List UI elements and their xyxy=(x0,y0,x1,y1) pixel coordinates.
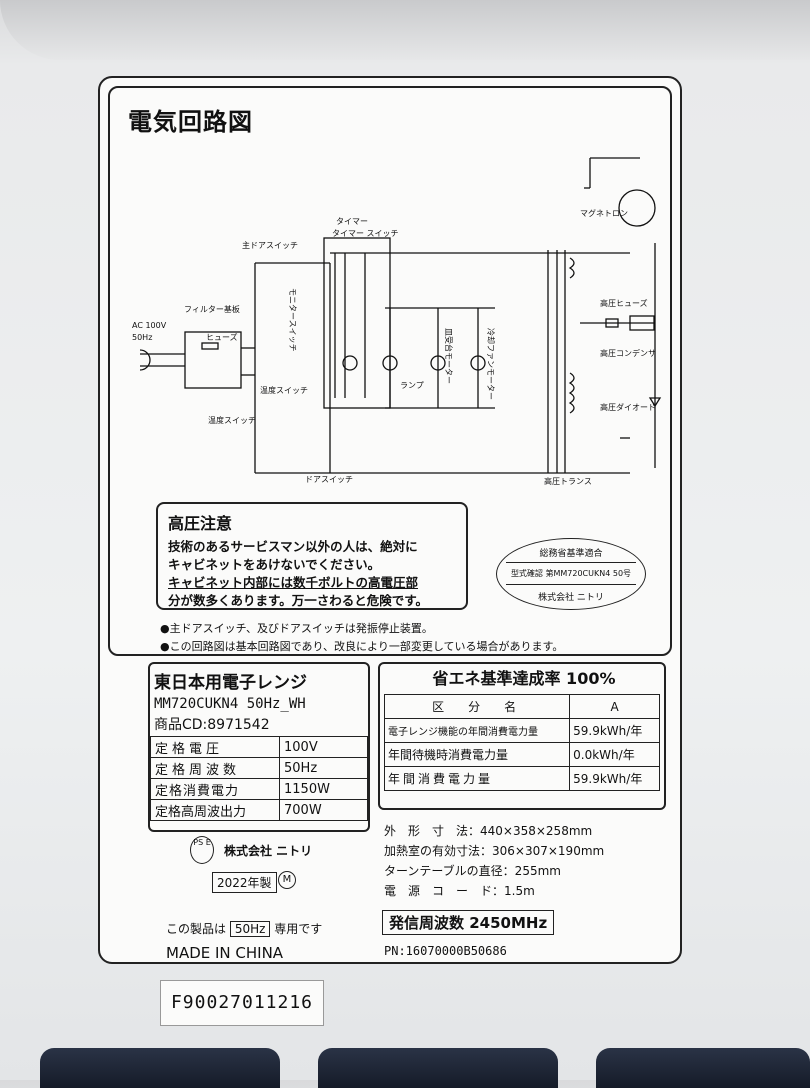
turntable-motor-label: 皿受台モーター xyxy=(444,328,454,384)
magnetron-icon xyxy=(618,189,656,227)
manufacture-year: 2022年製 xyxy=(212,872,277,893)
hv-capacitor-label: 高圧コンデンサ xyxy=(600,348,656,358)
category-label: 区 分 名 xyxy=(383,694,571,719)
energy-row-label: 電子レンジ機能の年間消費電力量 xyxy=(383,718,571,743)
dimension-line-4: 電 源 コ ー ド：1.5m xyxy=(384,884,535,898)
transformer-coil-icon xyxy=(568,257,575,279)
rated-value: 50Hz xyxy=(279,757,368,779)
oscillation-frequency: 発信周波数 2450MHz xyxy=(382,910,555,935)
hz-value-box: 50Hz xyxy=(229,921,271,937)
energy-row-label: 年間待機時消費電力量 xyxy=(383,742,571,767)
fan-motor-label: 冷却ファンモーター xyxy=(486,328,496,400)
made-in-label: MADE IN CHINA xyxy=(166,944,284,962)
temp-switch-1-label: 温度スイッチ xyxy=(260,385,308,395)
dimension-line-1: 外 形 寸 法：440×358×258mm xyxy=(384,824,593,838)
rated-value: 100V xyxy=(279,736,368,758)
category-value: A xyxy=(569,694,660,719)
energy-row-value: 0.0kWh/年 xyxy=(569,742,660,767)
rated-label: 定格電圧 xyxy=(150,736,280,758)
frequency-only-note: この製品は 50Hz 専用です xyxy=(166,920,322,937)
cert-line-1: 総務省基準適合 xyxy=(539,549,603,559)
model-number: MM720CUKN4 50Hz_WH xyxy=(154,696,306,712)
temp-switch-2-label: 温度スイッチ xyxy=(208,415,256,425)
main-door-switch-label: 主ドアスイッチ xyxy=(242,240,298,250)
hv-capacitor-icon xyxy=(629,315,655,331)
door-switch-label: ドアスイッチ xyxy=(305,475,353,484)
rated-value: 700W xyxy=(279,799,368,821)
cert-line-3: 株式会社 ニトリ xyxy=(538,593,604,603)
rated-label: 定格高周波出力 xyxy=(150,799,280,821)
hz-prefix: この製品は xyxy=(166,922,227,936)
warning-line-2: キャビネットをあけないでください。 xyxy=(168,557,381,572)
hv-fuse-icon xyxy=(605,318,619,328)
hv-diode-label: 高圧ダイオード xyxy=(600,402,656,412)
magnetron-label: マグネトロン xyxy=(580,208,628,218)
hz-label: 50Hz xyxy=(132,333,152,342)
monitor-switch-label: モニタースイッチ xyxy=(288,288,297,352)
energy-row-value: 59.9kWh/年 xyxy=(569,718,660,743)
hv-transformer-label: 高圧トランス xyxy=(544,476,592,486)
serial-number-sticker: F90027011216 xyxy=(160,980,324,1026)
m-mark-icon: M xyxy=(278,871,296,889)
warning-line-1: 技術のあるサービスマン以外の人は、絶対に xyxy=(168,539,418,554)
rating-label: 電気回路図 xyxy=(98,76,682,964)
foot-middle xyxy=(318,1048,558,1088)
timer-motor-icon xyxy=(342,355,358,371)
timer-label: タイマー xyxy=(336,217,368,226)
cert-line-2: 型式確認 第MM720CUKN4 50号 xyxy=(510,569,632,578)
hz-suffix: 専用です xyxy=(274,922,323,936)
note-1: ●主ドアスイッチ、及びドアスイッチは発振停止装置。 xyxy=(160,622,433,635)
foot-left xyxy=(40,1048,280,1088)
energy-title: 省エネ基準達成率 100% xyxy=(432,669,616,688)
circuit-diagram: 主ドアスイッチ タイマー タイマー スイッチ フィルター基板 AC 100V 5… xyxy=(132,157,662,486)
foot-right xyxy=(596,1048,810,1088)
energy-row-value: 59.9kWh/年 xyxy=(569,766,660,791)
product-spec-box: 東日本用電子レンジ MM720CUKN4 50Hz_WH 商品CD:897154… xyxy=(148,662,370,832)
pse-mark-icon: PS E xyxy=(190,836,214,864)
filter-board-box xyxy=(184,331,242,389)
certification-seal: 総務省基準適合 型式確認 第MM720CUKN4 50号 株式会社 ニトリ xyxy=(496,538,646,610)
lamp-label: ランプ xyxy=(400,381,424,390)
product-title: 東日本用電子レンジ xyxy=(154,673,307,693)
filter-board-label: フィルター基板 xyxy=(184,304,240,314)
hv-fuse-label: 高圧ヒューズ xyxy=(600,298,648,308)
microwave-casing xyxy=(0,0,810,60)
timer-switch-label: タイマー スイッチ xyxy=(332,229,399,238)
rated-label: 定格消費電力 xyxy=(150,778,280,800)
rated-value: 1150W xyxy=(279,778,368,800)
product-code: 商品CD:8971542 xyxy=(154,717,270,733)
certification-oval xyxy=(496,538,646,610)
warning-title: 高圧注意 xyxy=(168,514,233,533)
high-voltage-warning: 高圧注意 技術のあるサービスマン以外の人は、絶対に キャビネットをあけないでくだ… xyxy=(156,502,468,610)
dimension-line-3: ターンテーブルの直径：255mm xyxy=(384,864,561,878)
small-fuse-label: ヒューズ xyxy=(206,332,238,342)
maker-name: 株式会社 ニトリ xyxy=(224,844,313,858)
circuit-title: 電気回路図 xyxy=(128,108,253,136)
part-number: PN:16070000B50686 xyxy=(384,944,507,958)
circuit-diagram-panel: 電気回路図 xyxy=(108,86,672,656)
dimension-line-2: 加熱室の有効寸法：306×307×190mm xyxy=(384,844,605,858)
ac-label: AC 100V xyxy=(132,321,167,330)
rated-label: 定格周波数 xyxy=(150,757,280,779)
energy-row-label: 年間消費電力量 xyxy=(383,766,571,791)
hv-diode-icon xyxy=(648,397,662,408)
warning-line-3: キャビネット内部には数千ボルトの高電圧部 xyxy=(168,575,419,590)
ac-plug-icon xyxy=(139,349,151,371)
warning-line-4: 分が数多くあります。万一さわると危険です。 xyxy=(168,593,429,608)
timer-switch-box xyxy=(323,237,391,409)
note-2: ●この回路図は基本回路図であり、改良により一部変更している場合があります。 xyxy=(160,640,564,653)
